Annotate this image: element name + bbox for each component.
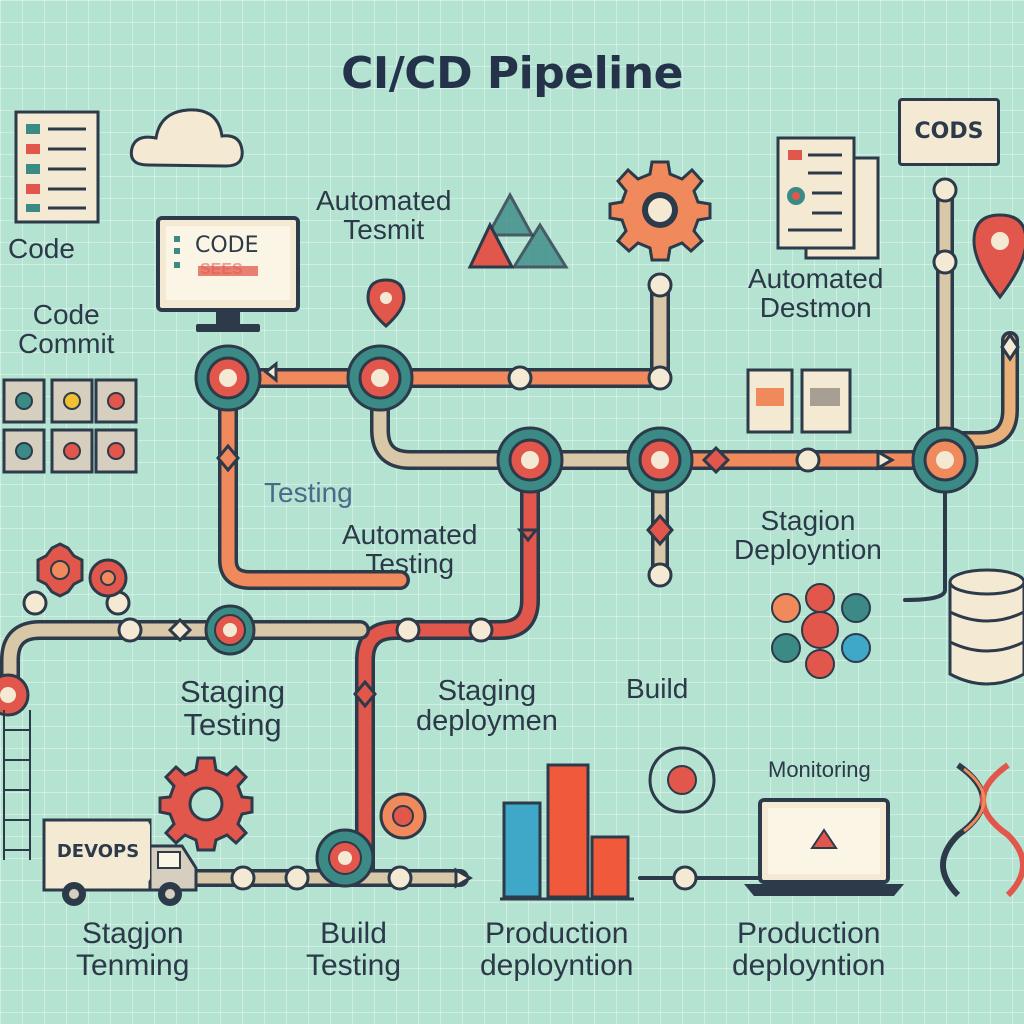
database-icon	[948, 568, 1024, 686]
hub-icon	[648, 746, 716, 814]
node-left-edge	[0, 673, 30, 717]
location-pin-icon	[972, 213, 1024, 300]
node-test	[346, 344, 414, 412]
devops-label: DEVOPS	[56, 841, 140, 862]
monitor-code-label: CODE	[195, 233, 259, 258]
label-testing: Testing	[264, 477, 353, 508]
ladder-icon	[3, 710, 31, 860]
label-code-commit: Code Commit	[18, 299, 115, 360]
label-production-deployment-2: Production deployntion	[732, 917, 886, 982]
label-automated-destmon: Automated Destmon	[748, 263, 884, 324]
label-automated-testing: Automated Testing	[342, 519, 478, 580]
monitor-code-sub-label: SEES	[200, 261, 243, 278]
node-commit	[194, 344, 262, 412]
gear-icon	[608, 160, 712, 262]
codes-box-label: CODS	[914, 119, 984, 144]
codes-box: CODS	[898, 98, 1000, 166]
card-icons	[746, 368, 852, 434]
cloud-icon	[129, 108, 244, 168]
node-build	[626, 426, 694, 494]
bar-1	[502, 801, 542, 899]
arrow-markers	[263, 360, 896, 889]
label-build-testing: Build Testing	[306, 917, 402, 982]
small-joints	[22, 177, 958, 891]
pipe-right-to-db	[903, 458, 947, 602]
orange-gear-node	[379, 792, 427, 840]
bar-chart-icon	[500, 763, 634, 901]
label-stagion-tenming: Stagjon Tenming	[76, 917, 190, 982]
pipeline-nodes	[0, 177, 1020, 891]
diamond-markers	[167, 332, 1020, 709]
molecule-icon	[771, 583, 871, 679]
label-staging-deployment: Staging deploymen	[416, 675, 558, 738]
tile-grid-icon	[2, 378, 138, 474]
monitor-icon	[156, 216, 300, 332]
node-staging	[204, 604, 256, 656]
triangle-cluster-icon	[467, 191, 569, 269]
bar-2	[546, 763, 590, 899]
pipes	[0, 181, 1019, 887]
label-monitoring: Monitoring	[768, 757, 871, 782]
dna-icon	[940, 762, 1024, 898]
label-stagion-deployment: Stagion Deployntion	[734, 505, 882, 566]
document-icon	[14, 110, 100, 224]
laptop-icon	[744, 798, 904, 896]
devops-box: DEVOPS	[46, 822, 150, 882]
label-code: Code	[8, 233, 75, 264]
small-gear-icons	[36, 542, 128, 598]
node-automated	[496, 426, 564, 494]
label-build: Build	[626, 673, 689, 704]
report-document-icon	[776, 136, 880, 260]
bar-3	[590, 835, 630, 899]
cog-icon	[158, 756, 254, 852]
diagram-title: CI/CD Pipeline	[341, 48, 683, 99]
label-production-deployment-1: Production deployntion	[480, 917, 634, 982]
label-automated-testmit: Automated Tesmit	[316, 185, 452, 246]
location-pin-icon-small	[366, 278, 406, 329]
node-deploy	[911, 426, 979, 494]
label-staging-testing: Staging Testing	[180, 674, 286, 742]
node-build-testing	[315, 828, 375, 888]
